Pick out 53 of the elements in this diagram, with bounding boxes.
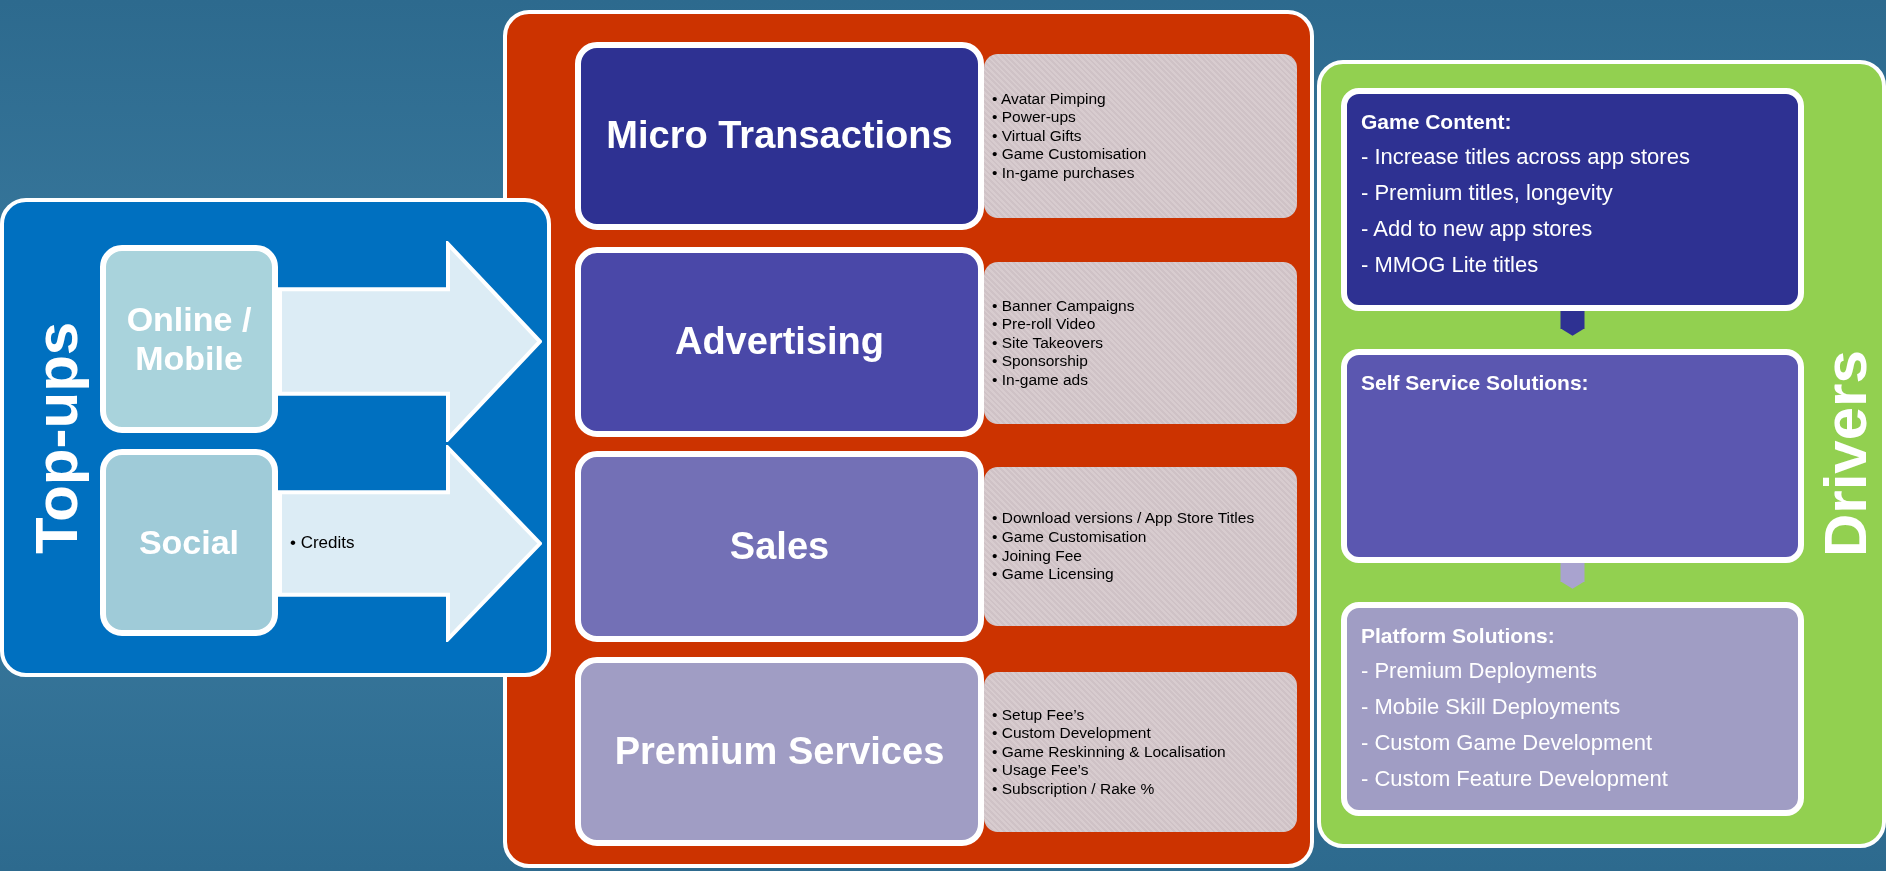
bullet-item: • Usage Fee’s bbox=[992, 761, 1090, 780]
pointer-shaped-card bbox=[278, 241, 542, 442]
bullet-item: • Game Customisation bbox=[992, 145, 1148, 164]
driver-box bbox=[1341, 602, 1804, 816]
category-box: Micro Transactions bbox=[575, 42, 984, 230]
category-box: Sales bbox=[575, 451, 984, 642]
bullet-item: • Subscription / Rake % bbox=[992, 779, 1156, 799]
bullet-item: • Custom Development bbox=[992, 724, 1152, 743]
side-heading: Top-ups bbox=[22, 320, 91, 556]
bullet-item: • Sponsorship bbox=[992, 352, 1089, 371]
list-item: - Premium Deployments bbox=[1361, 658, 1598, 684]
bullet-item: • Download versions / App Store Titles bbox=[992, 509, 1256, 528]
box-heading: Game Content: bbox=[1361, 110, 1513, 134]
driver-box bbox=[1341, 349, 1804, 563]
list-item: - Premium titles, longevity bbox=[1361, 180, 1614, 206]
bullet-item: • Game Licensing bbox=[992, 565, 1115, 584]
bullet-item: • Pre-roll Video bbox=[992, 315, 1097, 334]
side-heading: Drivers bbox=[1811, 349, 1880, 560]
bullet-item: • Banner Campaigns bbox=[992, 296, 1136, 316]
bullet-item: • Site Takeovers bbox=[992, 333, 1105, 353]
bullet-item: • Game Customisation bbox=[992, 527, 1148, 547]
bullet-item: • Power-ups bbox=[992, 108, 1077, 127]
block-arrow bbox=[1560, 311, 1585, 336]
category-box: Online / Mobile bbox=[100, 245, 278, 433]
bullet-item: • Setup Fee’s bbox=[992, 705, 1086, 725]
list-item: - Custom Game Development bbox=[1361, 730, 1653, 756]
list-item: - Increase titles across app stores bbox=[1361, 144, 1691, 170]
bullet-item: • Avatar Pimping bbox=[992, 89, 1107, 109]
box-heading: Platform Solutions: bbox=[1361, 624, 1556, 648]
list-item: - Custom Feature Development bbox=[1361, 766, 1669, 792]
category-box: Social bbox=[100, 449, 278, 636]
box-heading: Self Service Solutions: bbox=[1361, 371, 1590, 395]
bullet-list-card bbox=[984, 467, 1297, 626]
bullet-list-card bbox=[984, 672, 1297, 832]
driver-box bbox=[1341, 88, 1804, 311]
bullet-item: • Virtual Gifts bbox=[992, 126, 1083, 146]
list-item: - Mobile Skill Deployments bbox=[1361, 694, 1622, 720]
category-box: Premium Services bbox=[575, 657, 984, 846]
bullet-list-card bbox=[984, 54, 1297, 218]
block-arrow bbox=[1560, 563, 1585, 589]
pointer-shaped-card bbox=[278, 445, 542, 642]
bullet-item: • Credits bbox=[290, 533, 356, 554]
bullet-item: • In-game purchases bbox=[992, 163, 1136, 183]
category-box: Advertising bbox=[575, 247, 984, 437]
bullet-item: • Game Reskinning & Localisation bbox=[992, 742, 1227, 762]
bullet-item: • Joining Fee bbox=[992, 546, 1083, 566]
rounded-panel bbox=[503, 10, 1314, 868]
rounded-panel bbox=[0, 198, 551, 677]
bullet-list-card bbox=[984, 262, 1297, 424]
list-item: - Add to new app stores bbox=[1361, 216, 1594, 242]
rounded-panel bbox=[1317, 60, 1886, 848]
bullet-item: • In-game ads bbox=[992, 370, 1089, 390]
list-item: - MMOG Lite titles bbox=[1361, 252, 1540, 278]
